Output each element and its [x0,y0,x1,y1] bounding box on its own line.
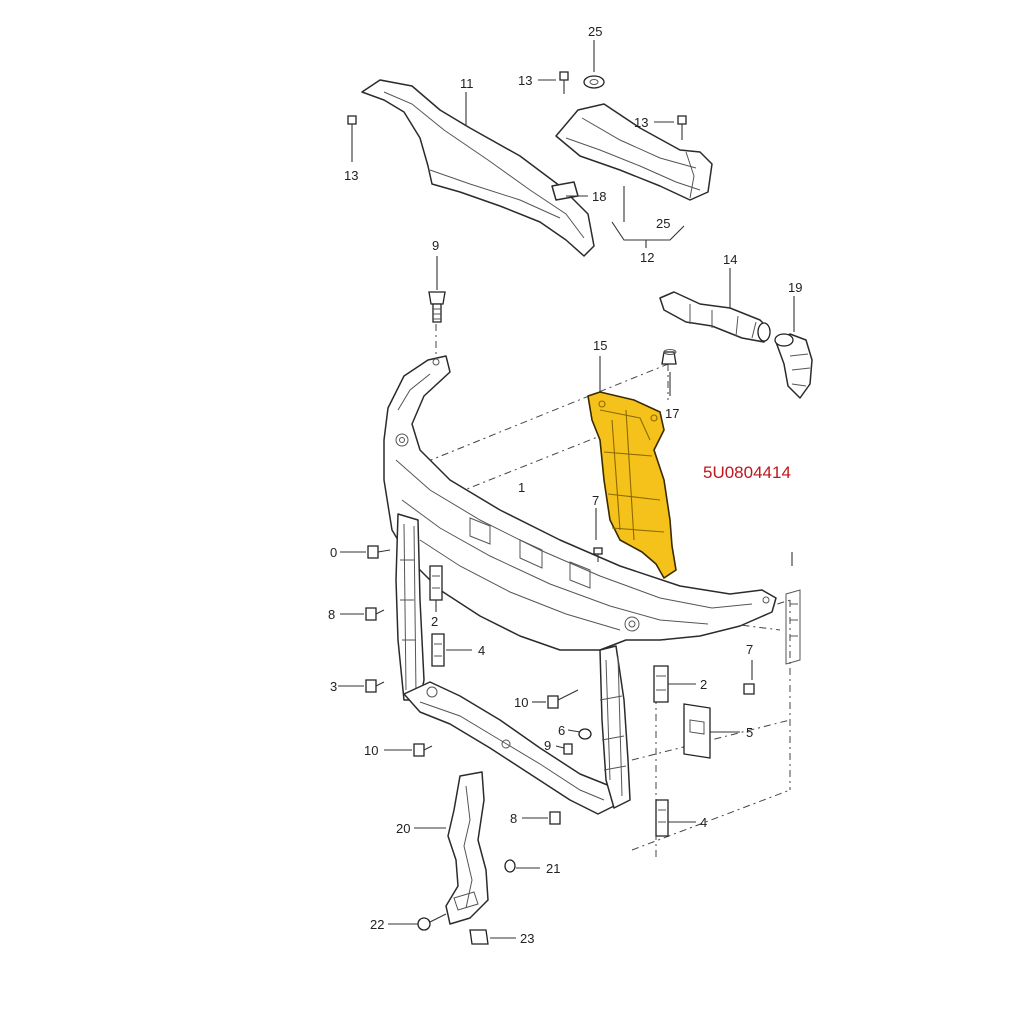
hose-14 [659,291,771,343]
hose-19 [774,333,813,399]
callout-18: 18 [592,189,606,204]
bracket-5 [683,703,740,759]
screw-7-right [743,660,755,695]
bolt-13-right [677,115,687,140]
screw-7-panel [593,547,603,562]
clip-4-right [655,799,696,837]
bolt-10-center [532,689,579,709]
callout-25-top: 25 [588,24,602,39]
callout-2-a: 2 [431,614,438,629]
bolt-13-top [559,71,569,94]
clip-17 [661,349,677,365]
callout-8-b: 8 [510,811,517,826]
nut-6 [567,728,592,740]
callout-14: 14 [723,252,737,267]
bolt-10-left-upper [340,545,391,559]
callout-2-b: 2 [700,677,707,692]
bolt-10-left-lower [384,743,433,757]
clip-2-left [429,565,443,612]
part-number-label: 5U0804414 [703,463,791,482]
callout-10-c: 10 [364,743,378,758]
callout-15: 15 [593,338,607,353]
callout-5: 5 [746,725,753,740]
callout-7-b: 7 [746,642,753,657]
callout-17: 17 [665,406,679,421]
clip-2-right [653,665,696,703]
leader-lines-hoses [729,268,795,332]
bolt-8-center [522,811,561,825]
bolt-9-top [428,256,446,323]
bolt-13-left [347,115,357,162]
callout-8-a: 8 [328,607,335,622]
callout-4-a: 4 [478,643,485,658]
callout-25-b: 25 [656,216,670,231]
callout-6: 6 [558,723,565,738]
clip-4-left [431,633,472,667]
callout-10-b: 10 [514,695,528,710]
callout-23: 23 [520,931,534,946]
pad-23 [469,929,516,945]
air-duct-12 [555,103,713,201]
partial-part-right-edge [785,552,801,665]
callout-12: 12 [640,250,654,265]
callout-3-cut: 3 [330,679,337,694]
callout-1: 1 [518,480,525,495]
callout-20: 20 [396,821,410,836]
front-carrier-1 [383,355,777,815]
callout-22: 22 [370,917,384,932]
bolt-8-left [340,607,385,621]
bolt-9-center [555,743,573,755]
upper-crossmember-bracket [361,79,595,257]
callout-labels: 25 13 13 13 11 18 25 12 9 14 19 15 17 1 … [328,24,802,946]
callout-11: 11 [460,76,474,91]
bracket-20 [414,771,489,925]
leader-lines-top [465,40,685,248]
callout-21: 21 [546,861,560,876]
bolt-22 [388,913,447,931]
callout-13-b: 13 [634,115,648,130]
callout-19: 19 [788,280,802,295]
grommet-25 [583,75,605,89]
bolt-3-left [338,679,385,693]
highlighted-air-guide-15 [587,391,677,579]
callout-9-top: 9 [432,238,439,253]
callout-10-a: 0 [330,545,337,560]
callout-13-c: 13 [344,168,358,183]
callout-7-a: 7 [592,493,599,508]
leader-lines-15 [595,356,671,540]
callout-9-b: 9 [544,738,551,753]
clip-21 [504,859,540,873]
callout-4-b: 4 [700,815,707,830]
callout-13-a: 13 [518,73,532,88]
